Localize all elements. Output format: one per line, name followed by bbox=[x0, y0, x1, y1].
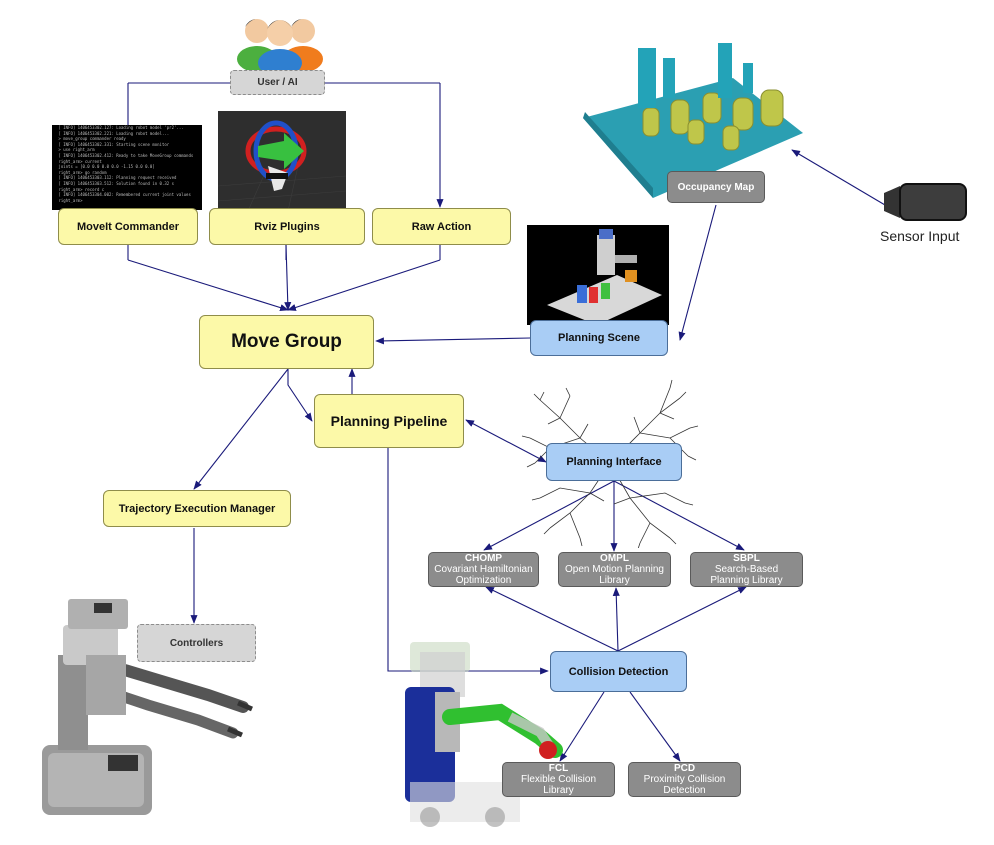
move-group-box: Move Group bbox=[199, 315, 374, 369]
collision-detection-label: Collision Detection bbox=[568, 665, 669, 678]
movegroup-to-tem-arrow bbox=[193, 368, 289, 490]
search-tree-image bbox=[521, 379, 699, 548]
pipeline-to-cd-arrow bbox=[387, 448, 549, 675]
chomp-subtitle-1: Covariant Hamiltonian bbox=[434, 564, 533, 575]
pcd-subtitle-1: Proximity Collision bbox=[643, 774, 726, 785]
occupancy-map-box: Occupancy Map bbox=[667, 171, 765, 203]
terminal-screenshot: [ INFO] 1406453302.127: Loading robot mo… bbox=[52, 125, 202, 210]
interface-to-sbpl-arrow bbox=[613, 480, 745, 551]
cd-to-pcd-arrow bbox=[629, 691, 681, 762]
pcd-box: PCD Proximity Collision Detection bbox=[628, 762, 741, 797]
planning-scene-box: Planning Scene bbox=[530, 320, 668, 356]
planning-scene-screenshot bbox=[527, 225, 669, 325]
chomp-title: CHOMP bbox=[464, 553, 503, 564]
controllers-box: Controllers bbox=[137, 624, 256, 662]
cd-to-sbpl-arrow bbox=[617, 586, 747, 652]
fcl-subtitle-1: Flexible Collision bbox=[520, 774, 597, 785]
users-icon bbox=[237, 19, 323, 71]
fcl-title: FCL bbox=[548, 763, 569, 774]
pipeline-interface-arrow bbox=[465, 419, 547, 463]
commander-to-movegroup-arrow bbox=[127, 259, 289, 311]
occupancy-map-label: Occupancy Map bbox=[677, 181, 755, 193]
rviz-plugins-box: Rviz Plugins bbox=[209, 208, 365, 245]
fcl-subtitle-2: Library bbox=[543, 785, 574, 796]
planning-interface-label: Planning Interface bbox=[566, 456, 662, 468]
sbpl-box: SBPL Search-Based Planning Library bbox=[690, 552, 803, 587]
sbpl-title: SBPL bbox=[733, 553, 760, 564]
ompl-box: OMPL Open Motion Planning Library bbox=[558, 552, 671, 587]
trajectory-execution-manager-box: Trajectory Execution Manager bbox=[103, 490, 291, 527]
scene-to-movegroup-arrow bbox=[375, 337, 531, 345]
occupancy-to-scene-arrow bbox=[678, 204, 717, 341]
rviz-plugins-label: Rviz Plugins bbox=[254, 220, 320, 233]
pr2-robot-image bbox=[42, 599, 253, 815]
moveit-commander-label: MoveIt Commander bbox=[76, 220, 180, 233]
planning-interface-box: Planning Interface bbox=[546, 443, 682, 481]
pcd-title: PCD bbox=[673, 763, 696, 774]
robot-collision-image bbox=[405, 642, 563, 827]
fcl-box: FCL Flexible Collision Library bbox=[502, 762, 615, 797]
movegroup-to-pipeline-arrow bbox=[287, 369, 313, 422]
raw-to-movegroup-arrow bbox=[287, 259, 441, 311]
sbpl-subtitle-2: Planning Library bbox=[710, 575, 783, 586]
ompl-subtitle-2: Library bbox=[599, 575, 630, 586]
camera-to-map-arrow bbox=[791, 149, 886, 206]
move-group-label: Move Group bbox=[231, 331, 342, 352]
raw-action-label: Raw Action bbox=[411, 220, 472, 233]
trajectory-execution-manager-label: Trajectory Execution Manager bbox=[118, 502, 276, 515]
user-ai-box: User / AI bbox=[230, 70, 325, 95]
chomp-subtitle-2: Optimization bbox=[455, 575, 512, 586]
cd-to-ompl-arrow bbox=[612, 587, 620, 652]
raw-action-box: Raw Action bbox=[372, 208, 511, 245]
rviz-screenshot bbox=[218, 111, 346, 211]
collision-detection-box: Collision Detection bbox=[550, 651, 687, 692]
interface-to-chomp-arrow bbox=[483, 480, 615, 551]
sbpl-subtitle-1: Search-Based bbox=[714, 564, 779, 575]
ompl-subtitle-1: Open Motion Planning bbox=[565, 564, 664, 575]
camera-icon bbox=[884, 183, 967, 221]
chomp-box: CHOMP Covariant Hamiltonian Optimization bbox=[428, 552, 539, 587]
planning-pipeline-label: Planning Pipeline bbox=[330, 413, 448, 429]
ompl-title: OMPL bbox=[600, 553, 629, 564]
pcd-subtitle-2: Detection bbox=[663, 785, 706, 796]
point-cloud-image bbox=[583, 43, 803, 198]
cd-to-fcl-arrow bbox=[559, 691, 605, 762]
sensor-input-label: Sensor Input bbox=[880, 228, 960, 244]
moveit-commander-box: MoveIt Commander bbox=[58, 208, 198, 245]
cd-to-chomp-arrow bbox=[485, 586, 619, 652]
rviz-to-movegroup-arrow bbox=[284, 244, 292, 311]
planning-scene-label: Planning Scene bbox=[558, 332, 640, 344]
controllers-label: Controllers bbox=[169, 637, 224, 649]
planning-pipeline-box: Planning Pipeline bbox=[314, 394, 464, 448]
user-ai-label: User / AI bbox=[257, 77, 298, 88]
